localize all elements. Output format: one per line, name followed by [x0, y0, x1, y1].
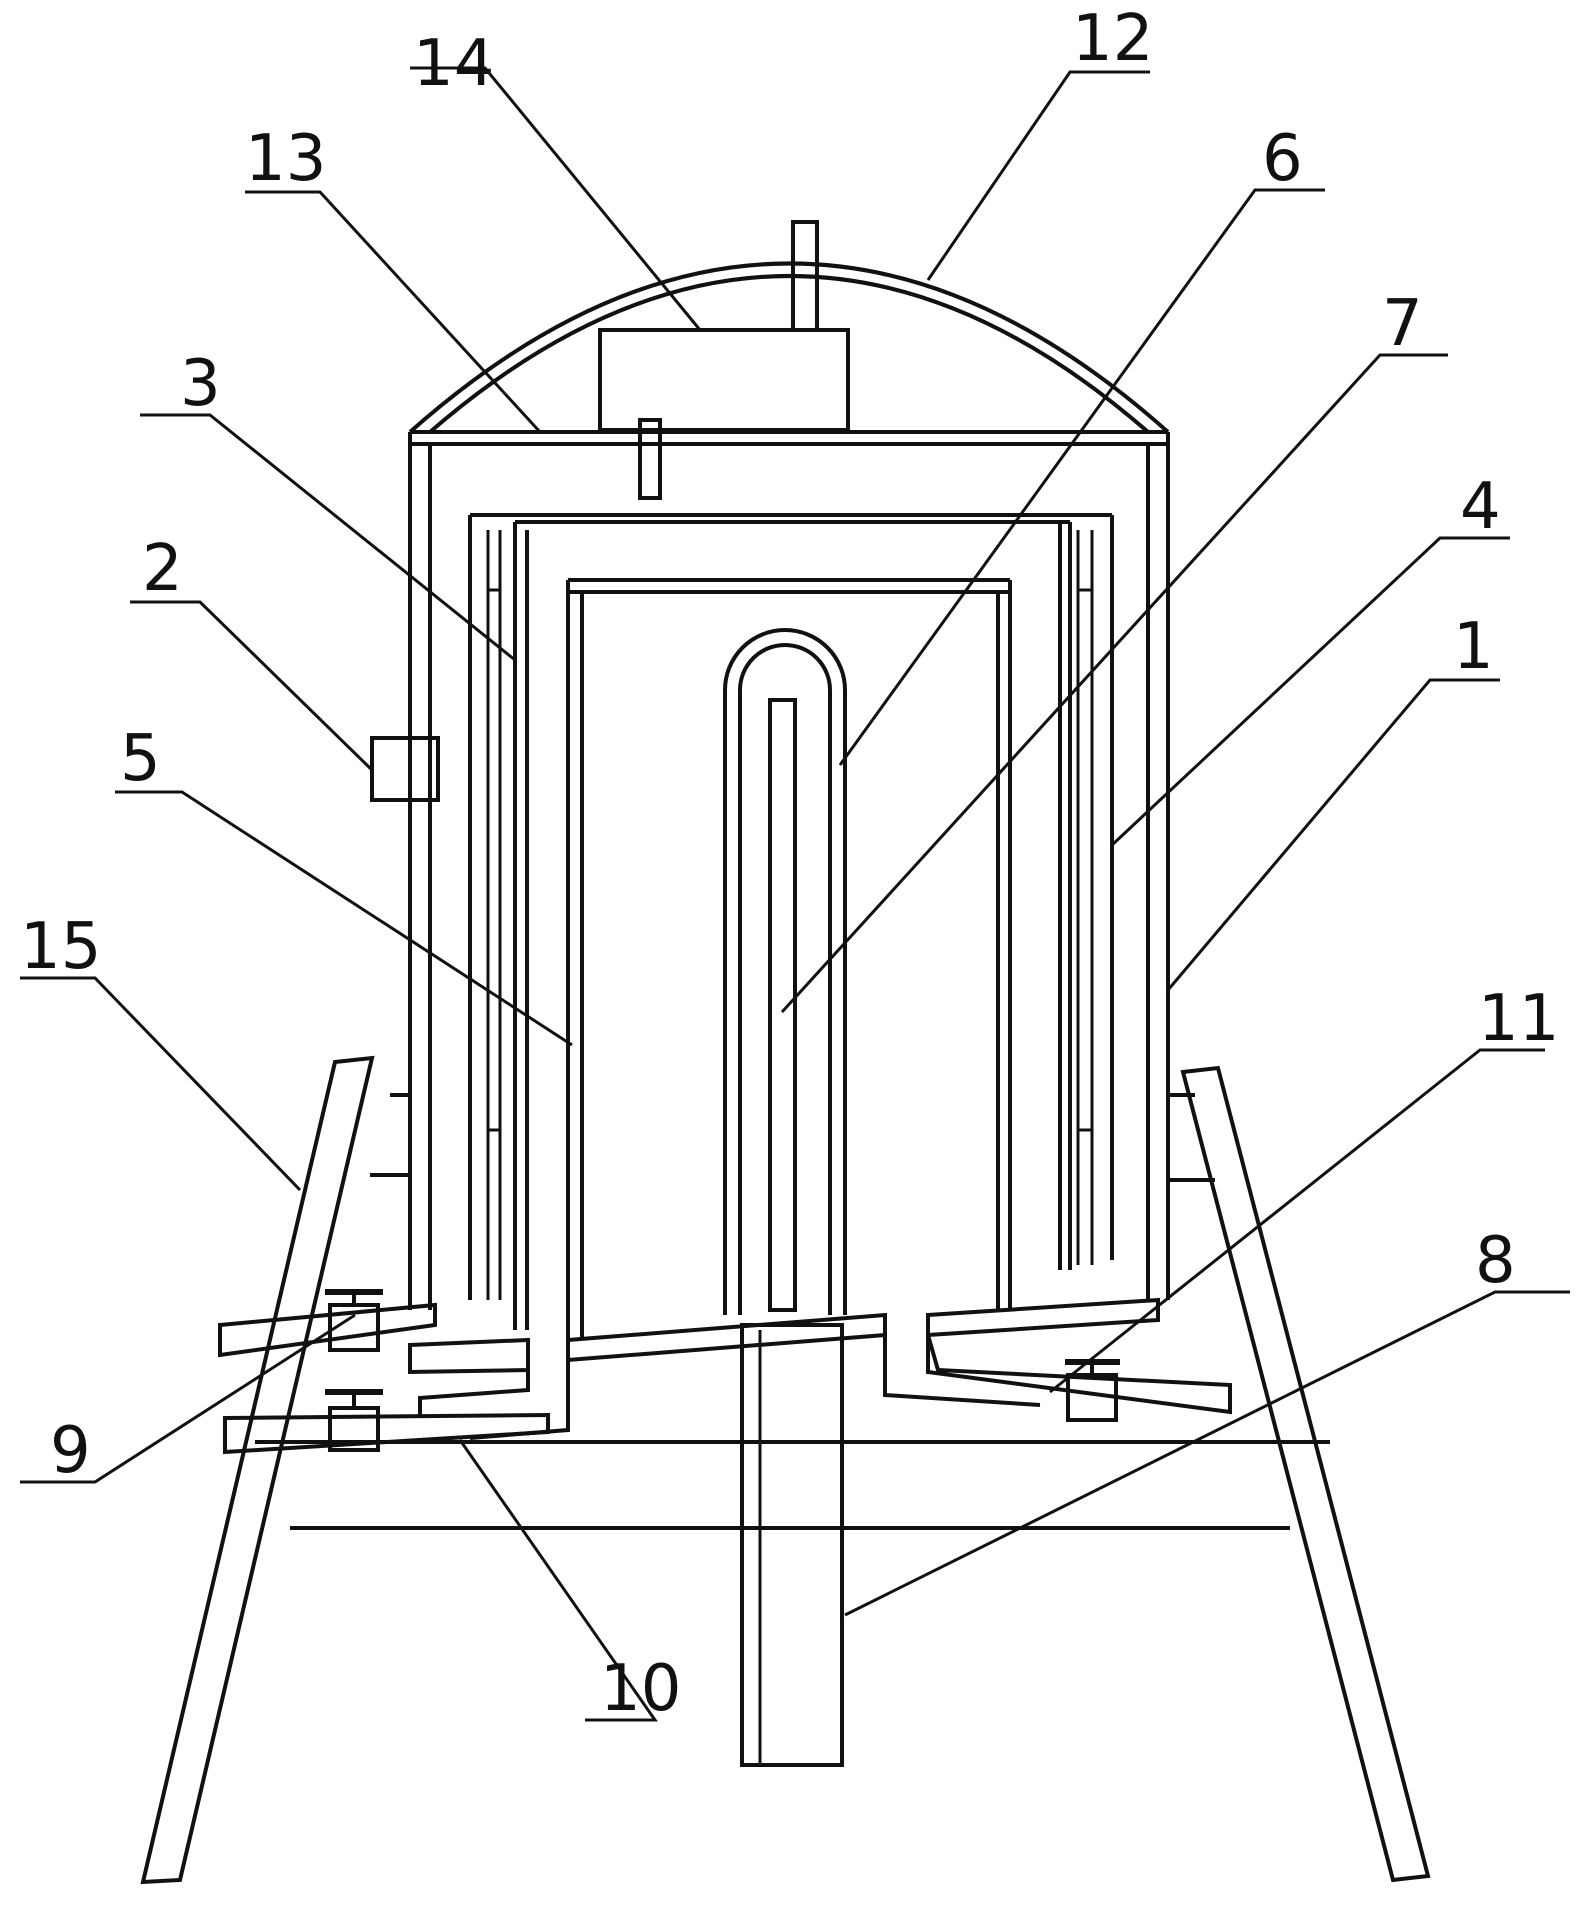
label-4: 4 — [1460, 470, 1501, 544]
label-5: 5 — [120, 722, 161, 796]
label-1: 1 — [1453, 610, 1494, 684]
reference-numerals: 12 14 13 6 7 3 4 2 1 5 15 11 8 9 10 — [20, 2, 1559, 1726]
leader-lines — [20, 66, 1570, 1722]
label-10: 10 — [600, 1652, 681, 1726]
label-15: 15 — [20, 910, 101, 984]
outer-shell — [408, 432, 1170, 1310]
top-plate — [410, 430, 1168, 446]
drive-shaft — [740, 1323, 844, 1767]
dome-cover — [408, 261, 1170, 434]
label-12: 12 — [1072, 2, 1153, 76]
label-7: 7 — [1382, 287, 1423, 361]
label-9: 9 — [50, 1414, 91, 1488]
label-6: 6 — [1262, 122, 1303, 196]
label-2: 2 — [142, 532, 183, 606]
label-11: 11 — [1478, 982, 1559, 1056]
inner-drum — [566, 578, 1012, 1340]
label-14: 14 — [413, 27, 494, 101]
label-13: 13 — [245, 122, 326, 196]
support-legs — [140, 1055, 1431, 1885]
label-3: 3 — [180, 347, 221, 421]
bottom-plate — [566, 1312, 887, 1363]
right-outlet-pipes — [883, 1297, 1232, 1422]
central-shaft-housing — [723, 628, 847, 1315]
label-8: 8 — [1475, 1224, 1516, 1298]
basket — [513, 520, 1072, 1330]
inner-rod — [768, 698, 797, 1312]
left-valves — [325, 1289, 383, 1452]
left-outlet-pipes — [218, 1302, 570, 1455]
inner-frame — [468, 513, 1114, 1300]
